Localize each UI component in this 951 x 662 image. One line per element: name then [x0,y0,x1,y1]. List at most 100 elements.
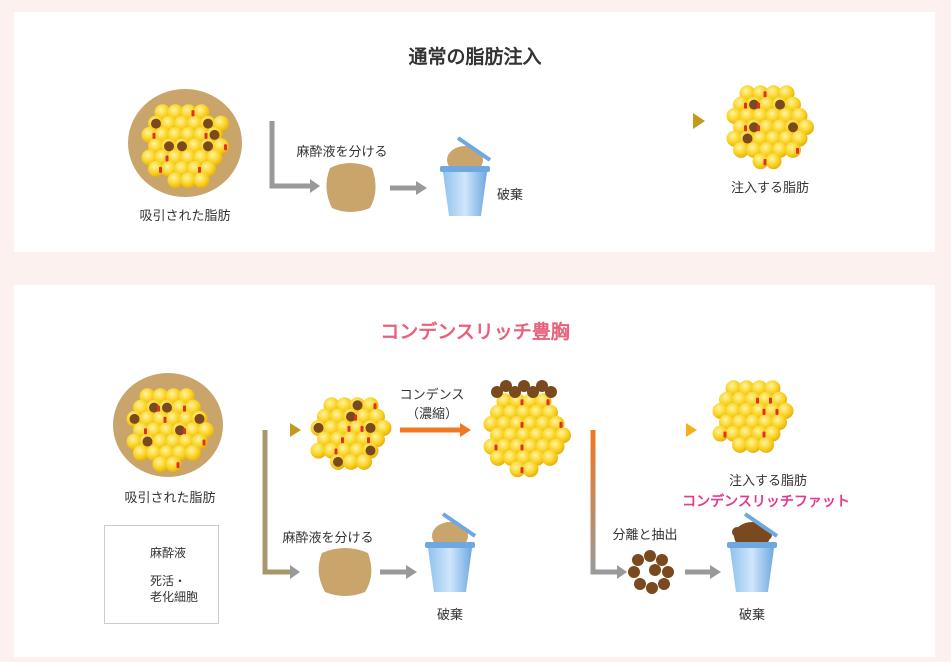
fat-cell [758,436,774,453]
legend-dead-cells-label-1: 死活・ [150,574,187,588]
bin-rim [425,542,475,548]
blood-cell [744,102,747,109]
blood-cell [769,397,772,404]
blood-cell [520,467,524,474]
dead-cell [194,413,205,424]
normal-title: 通常の脂肪注入 [408,46,542,68]
dead-cell [175,425,185,436]
bin-body [730,548,774,592]
discard-label: 破棄 [496,188,524,203]
blood-cell [796,147,799,154]
dead-cell [527,386,539,398]
dead-cell [203,141,213,152]
fat-cell [542,449,558,466]
blood-cell [198,166,201,173]
injected-fat-label: 注入する脂肪 [728,474,808,489]
dead-cell [313,422,324,433]
legend-dead-cells-label-2: 老化細胞 [150,590,199,604]
blood-cell [183,405,186,412]
dead-cell [164,141,174,152]
blood-cell [757,102,760,109]
blood-cell [744,125,747,132]
blood-cell [159,166,162,173]
blood-cell [176,462,180,469]
dead-cell [500,380,512,392]
dead-cell [656,554,668,566]
condensed-fat-icon [483,380,571,478]
condense-title: コンデンスリッチ豊胸 [380,321,570,343]
blood-cell [183,428,186,435]
dead-cell [177,141,187,152]
dead-cell [203,118,213,129]
dead-cell [129,413,140,424]
blood-cell [756,397,759,404]
condense-sub-label: （濃縮） [405,407,459,422]
dead-cell [365,422,376,433]
fat-cell [185,444,201,461]
bin-rim [727,542,777,548]
fat-cell [133,444,149,461]
legend-anesthetic-label: 麻酔液 [150,546,187,560]
fat-cell [167,172,184,189]
trash-bin-icon [440,136,492,216]
fat-cell [356,453,372,470]
dead-cell [151,118,161,129]
dead-cell [509,386,521,398]
blood-cell [144,428,147,435]
sucked-fat-icon [128,89,242,197]
injected-fat-icon [726,85,814,170]
dead-cell [658,578,670,590]
dead-cell [646,582,658,594]
dead-cell [365,445,376,456]
fat-cell [765,153,782,170]
blood-cell [341,437,344,444]
blood-cell [520,399,524,406]
fat-cell [343,453,359,470]
blood-cell [202,439,206,446]
blood-cell [546,399,550,406]
blood-cell [762,431,766,438]
condense-rich-fat-icon [712,380,794,453]
blood-cell [373,403,377,410]
separate-anesthetic-label: 麻酔液を分ける [296,145,388,160]
blood-cell [757,125,760,132]
trash-bin-icon [727,512,779,592]
dead-cell [352,400,363,411]
blood-cell [163,416,167,423]
dead-cell [209,129,220,140]
fat-cell [745,436,761,453]
blood-cell [347,425,351,432]
dead-cell [162,402,172,413]
legend-box [104,525,219,624]
bin-body [443,172,487,216]
fat-cell [310,442,327,459]
dead-cell [634,578,646,590]
dead-cell [149,402,159,413]
blood-cell [204,132,208,139]
dead-cell [632,554,644,566]
blood-cell [334,448,338,455]
blood-cell [775,408,779,415]
anesthetic-blob [326,163,376,212]
separate-extract-label: 分離と抽出 [612,528,678,543]
main-arrow [243,113,705,129]
blood-cell [723,431,727,438]
injected-fat-label: 注入する脂肪 [730,181,810,196]
blood-cell [354,414,357,421]
anesthetic-blob [318,548,372,596]
product-name: コンデンスリッチファット [682,494,850,510]
fat-cell [193,172,210,189]
condense-label: コンデンス [399,388,465,403]
blood-cell [165,155,169,162]
blood-cell [157,405,160,412]
blood-cell [152,132,156,139]
blood-cell [763,91,767,98]
trash-bin-icon [425,512,477,592]
fat-cell [180,172,197,189]
discard-label: 破棄 [436,608,464,623]
blood-cell [520,444,524,451]
blood-cell [367,437,370,444]
blood-cell [191,110,195,117]
dead-cell [749,122,759,133]
fat-cell [490,449,506,466]
